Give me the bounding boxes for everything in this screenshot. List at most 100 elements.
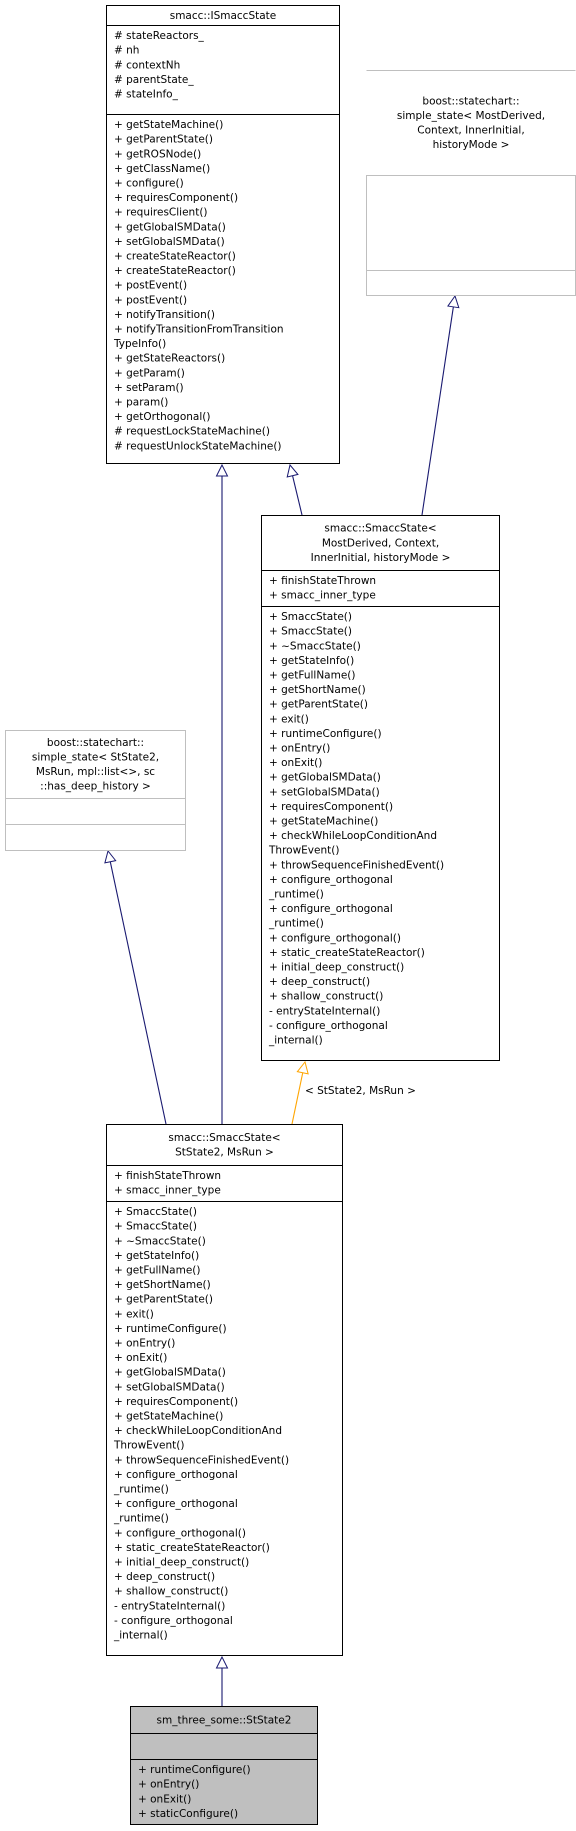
- class-method: + onExit(): [114, 1352, 167, 1364]
- class-method: + getStateMachine(): [269, 816, 378, 828]
- class-method: + setGlobalSMData(): [114, 236, 225, 248]
- class-title-line: MostDerived, Context,: [322, 537, 439, 549]
- class-method: + static_createStateReactor(): [269, 947, 425, 959]
- class-method: + configure_orthogonal: [114, 1469, 238, 1481]
- class-method: + requiresClient(): [114, 207, 208, 219]
- class-method: + requiresComponent(): [114, 192, 238, 204]
- class-box-frame: [366, 175, 576, 296]
- class-title-line: MsRun, mpl::list<>, sc: [36, 766, 155, 778]
- class-method: + getROSNode(): [114, 148, 201, 160]
- class-method: + getParentState(): [114, 134, 213, 146]
- class-method: + notifyTransition(): [114, 309, 215, 321]
- edges-layer: < StState2, MsRun >: [104, 294, 460, 1706]
- class-method: + onEntry(): [269, 743, 330, 755]
- class-attribute: + finishStateThrown: [269, 575, 376, 587]
- class-method: + shallow_construct(): [269, 991, 383, 1003]
- class-attribute: # stateInfo_: [114, 89, 179, 101]
- class-method: # requestLockStateMachine(): [114, 426, 270, 438]
- class-method: + getFullName(): [114, 1265, 201, 1277]
- template-arrowhead: [296, 1060, 309, 1075]
- class-method: + SmaccState(): [269, 611, 352, 623]
- class-method: + shallow_construct(): [114, 1586, 228, 1598]
- class-method: + checkWhileLoopConditionAnd: [114, 1425, 282, 1437]
- class-method: + getGlobalSMData(): [114, 221, 226, 233]
- class-method: + postEvent(): [114, 280, 187, 292]
- class-method: + staticConfigure(): [138, 1808, 238, 1820]
- class-box-frame: [130, 1706, 318, 1825]
- class-method: + requiresComponent(): [114, 1396, 238, 1408]
- class-method: + getParentState(): [269, 699, 368, 711]
- class-title-line: StState2, MsRun >: [175, 1147, 274, 1159]
- boost-simple-state-ststate2-class: boost::statechart::simple_state< StState…: [5, 730, 186, 851]
- class-method: + configure_orthogonal: [114, 1498, 238, 1510]
- class-method: + SmaccState(): [269, 626, 352, 638]
- class-box-frame: [106, 5, 340, 464]
- ismacc-state-class: smacc::ISmaccState# stateReactors_# nh# …: [106, 5, 340, 464]
- class-method: - configure_orthogonal: [114, 1615, 233, 1627]
- class-method: + setGlobalSMData(): [114, 1381, 225, 1393]
- class-title-line: sm_three_some::StState2: [157, 1714, 292, 1726]
- class-attribute: + smacc_inner_type: [269, 590, 376, 602]
- class-method: + notifyTransitionFromTransition: [114, 324, 284, 336]
- class-method: + createStateReactor(): [114, 265, 236, 277]
- class-method: + param(): [114, 397, 168, 409]
- inheritance-arrowhead: [104, 849, 117, 864]
- class-title-line: boost::statechart::: [47, 737, 144, 749]
- class-attribute: # nh: [114, 45, 139, 57]
- class-method: + deep_construct(): [114, 1571, 215, 1583]
- inheritance-arrowhead: [286, 463, 299, 478]
- template-binding-label: < StState2, MsRun >: [305, 1085, 416, 1097]
- class-method: + getStateReactors(): [114, 353, 225, 365]
- class-method: + runtimeConfigure(): [138, 1764, 251, 1776]
- class-method: # requestUnlockStateMachine(): [114, 440, 282, 452]
- class-method: _runtime(): [113, 1484, 169, 1496]
- class-method: + configure(): [114, 178, 184, 190]
- class-method: + static_createStateReactor(): [114, 1542, 270, 1554]
- boxes-layer: smacc::ISmaccState# stateReactors_# nh# …: [5, 5, 576, 1825]
- class-method: TypeInfo(): [113, 338, 166, 350]
- class-method: + runtimeConfigure(): [114, 1323, 227, 1335]
- class-method: + requiresComponent(): [269, 801, 393, 813]
- smacc-state-template-class: smacc::SmaccState<MostDerived, Context,I…: [261, 515, 500, 1061]
- class-method: + getShortName(): [114, 1279, 211, 1291]
- inheritance-edge: [421, 306, 454, 516]
- class-method: _internal(): [113, 1630, 168, 1642]
- class-box-frame: [106, 1124, 343, 1656]
- inheritance-arrowhead: [215, 463, 229, 477]
- class-method: + getStateMachine(): [114, 1411, 223, 1423]
- class-method: + getStateMachine(): [114, 119, 223, 131]
- class-method: + checkWhileLoopConditionAnd: [269, 830, 437, 842]
- class-method: - entryStateInternal(): [114, 1600, 225, 1612]
- inheritance-edge: [292, 475, 303, 516]
- class-method: + configure_orthogonal(): [269, 932, 401, 944]
- class-attribute: # stateReactors_: [114, 30, 205, 42]
- class-method: + ~SmaccState(): [114, 1235, 206, 1247]
- class-attribute: # parentState_: [114, 74, 194, 86]
- class-method: + initial_deep_construct(): [114, 1557, 249, 1569]
- class-attribute: # contextNh: [114, 59, 180, 71]
- class-method: + getStateInfo(): [269, 655, 354, 667]
- smacc-state-ststate2-class: smacc::SmaccState<StState2, MsRun >+ fin…: [106, 1124, 343, 1656]
- class-method: _runtime(): [268, 918, 324, 930]
- class-method: + configure_orthogonal: [269, 903, 393, 915]
- class-method: + throwSequenceFinishedEvent(): [114, 1454, 289, 1466]
- ststate2-class: sm_three_some::StState2+ runtimeConfigur…: [130, 1706, 318, 1825]
- class-method: + getGlobalSMData(): [114, 1367, 226, 1379]
- template-binding-edge: [291, 1072, 304, 1125]
- class-method: + getGlobalSMData(): [269, 772, 381, 784]
- class-method: - entryStateInternal(): [269, 1005, 380, 1017]
- class-method: + throwSequenceFinishedEvent(): [269, 859, 444, 871]
- class-method: + runtimeConfigure(): [269, 728, 382, 740]
- class-method: _runtime(): [268, 889, 324, 901]
- class-title-line: smacc::ISmaccState: [170, 10, 277, 22]
- class-method: + SmaccState(): [114, 1221, 197, 1233]
- class-attribute: + smacc_inner_type: [114, 1185, 221, 1197]
- class-method: + setGlobalSMData(): [269, 786, 380, 798]
- class-method: + getParentState(): [114, 1294, 213, 1306]
- class-method: + setParam(): [114, 382, 184, 394]
- inheritance-arrowhead: [447, 294, 460, 309]
- class-title-line: ::has_deep_history >: [40, 781, 151, 793]
- class-method: _internal(): [268, 1035, 323, 1047]
- class-title-line: smacc::SmaccState<: [168, 1132, 280, 1144]
